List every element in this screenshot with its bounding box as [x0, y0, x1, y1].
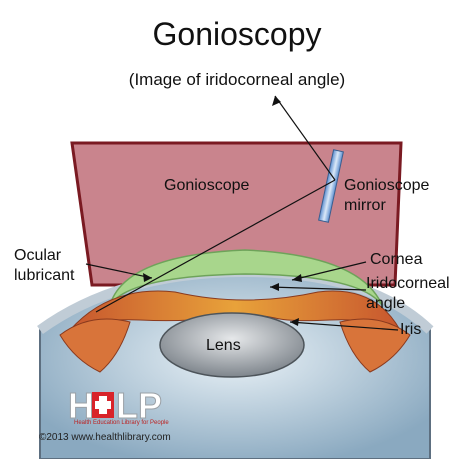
leader-iris	[289, 321, 399, 331]
gonioscope-body	[70, 141, 403, 287]
cornea-shape	[109, 249, 383, 306]
svg-text:LP: LP	[116, 386, 162, 426]
label-iridocorneal-angle-line1: Iridocorneal	[366, 275, 450, 292]
label-lens: Lens	[206, 337, 241, 354]
leader-cornea	[291, 261, 367, 281]
arrowhead-iridocorneal-angle	[270, 283, 279, 291]
page-title: Gonioscopy	[152, 16, 322, 52]
label-iridocorneal-angle: Iridocorneal angle	[366, 274, 450, 314]
arrowhead-ocular-lubricant	[143, 273, 152, 282]
label-gonioscope: Gonioscope	[164, 177, 250, 194]
help-logo: H LP	[68, 386, 163, 426]
label-ocular-lubricant: Ocular lubricant	[14, 246, 74, 286]
label-gonioscope-mirror-line2: mirror	[344, 197, 386, 214]
label-iris: Iris	[400, 321, 422, 338]
light-ray	[95, 95, 336, 313]
diagram-subtitle: (Image of iridocorneal angle)	[128, 70, 346, 89]
leader-iridocorneal-angle	[269, 286, 367, 291]
ciliary-body-left	[59, 318, 131, 373]
label-ocular-lubricant-line2: lubricant	[14, 267, 75, 284]
svg-text:H: H	[68, 386, 94, 426]
label-ocular-lubricant-line1: Ocular	[14, 247, 62, 264]
label-gonioscope-mirror-line1: Gonioscope	[344, 177, 430, 194]
ciliary-body-right	[339, 318, 411, 373]
logo-tagline: Health Education Library for People	[74, 420, 169, 426]
label-gonioscope-mirror: Gonioscope mirror	[344, 176, 429, 216]
arrowhead-cornea	[292, 274, 302, 282]
copyright: ©2013 www.healthlibrary.com	[39, 432, 171, 443]
arrowhead-iris	[290, 318, 299, 326]
label-iridocorneal-angle-line2: angle	[366, 295, 406, 312]
leader-ocular-lubricant	[85, 263, 153, 279]
lens-shape	[159, 312, 305, 378]
label-cornea: Cornea	[370, 251, 423, 268]
ray-arrowhead	[272, 96, 281, 106]
